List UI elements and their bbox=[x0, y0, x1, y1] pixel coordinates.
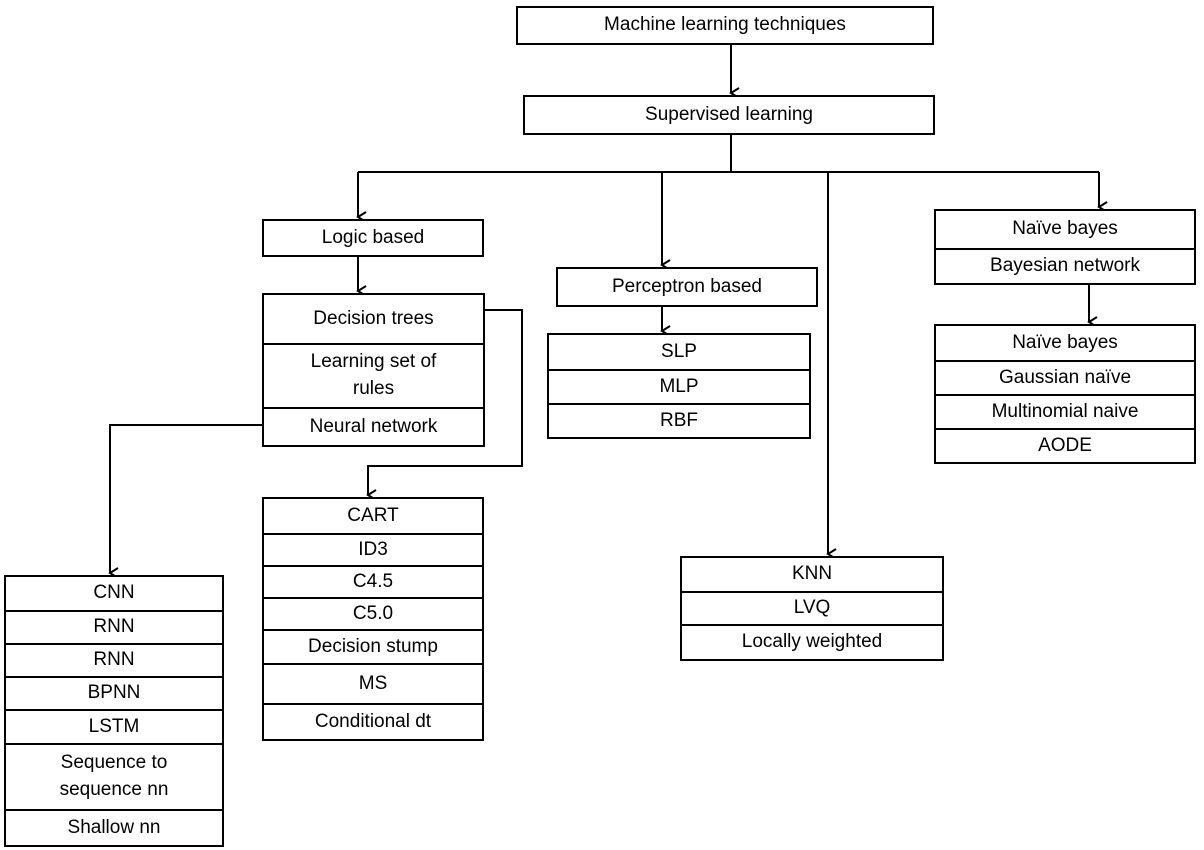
node-decision-tree-types: CART ID3 C4.5 C5.0 Decision stump MS Con… bbox=[262, 497, 484, 741]
list-item: MS bbox=[264, 663, 482, 703]
node-supervised-learning: Supervised learning bbox=[523, 95, 935, 135]
list-item: Naïve bayes bbox=[1012, 331, 1118, 353]
node-logic-based: Logic based bbox=[262, 219, 484, 257]
list-item: Decision trees bbox=[313, 307, 434, 329]
list-item: Locally weighted bbox=[682, 624, 942, 659]
list-item: KNN bbox=[791, 563, 833, 585]
list-item: Gaussian naïve bbox=[936, 360, 1194, 394]
node-bayes-group: Naïve bayes Bayesian network bbox=[934, 209, 1196, 285]
list-item: RNN bbox=[6, 643, 222, 676]
list-item: Sequence to sequence nn bbox=[6, 743, 222, 809]
list-item: RNN bbox=[6, 610, 222, 643]
list-item: AODE bbox=[936, 428, 1194, 462]
list-item: SLP bbox=[661, 340, 697, 362]
node-perceptron-based: Perceptron based bbox=[556, 267, 818, 307]
list-item: Multinomial naive bbox=[936, 394, 1194, 428]
list-item: CART bbox=[347, 504, 399, 526]
node-label: Logic based bbox=[321, 226, 425, 248]
node-perceptron-types: SLP MLP RBF bbox=[547, 333, 811, 439]
node-label: Perceptron based bbox=[612, 275, 762, 297]
list-item: C4.5 bbox=[264, 565, 482, 597]
node-label: Machine learning techniques bbox=[604, 14, 846, 36]
node-logic-methods: Decision trees Learning set of rules Neu… bbox=[262, 293, 485, 447]
node-machine-learning-techniques: Machine learning techniques bbox=[516, 6, 934, 45]
list-item: Decision stump bbox=[264, 629, 482, 663]
list-item: Shallow nn bbox=[6, 809, 222, 845]
list-item: MLP bbox=[549, 369, 809, 403]
list-item: RBF bbox=[549, 403, 809, 437]
connector-neural-network-types bbox=[108, 424, 262, 579]
list-item: Bayesian network bbox=[936, 248, 1194, 283]
list-item: Learning set of rules bbox=[264, 343, 483, 407]
list-item: Naïve bayes bbox=[1012, 218, 1118, 240]
connector-decision-tree-types bbox=[366, 309, 523, 501]
node-label: Supervised learning bbox=[645, 103, 813, 125]
list-item: LVQ bbox=[682, 591, 942, 624]
list-item: ID3 bbox=[264, 533, 482, 565]
list-item: BPNN bbox=[6, 676, 222, 709]
list-item: LSTM bbox=[6, 709, 222, 743]
list-item: Conditional dt bbox=[264, 703, 482, 739]
list-item: Neural network bbox=[264, 407, 483, 445]
node-neural-network-types: CNN RNN RNN BPNN LSTM Sequence to sequen… bbox=[4, 575, 224, 847]
node-instance-based-types: KNN LVQ Locally weighted bbox=[680, 556, 944, 661]
list-item: CNN bbox=[93, 582, 135, 604]
list-item: C5.0 bbox=[264, 597, 482, 629]
node-bayes-types: Naïve bayes Gaussian naïve Multinomial n… bbox=[934, 324, 1196, 464]
